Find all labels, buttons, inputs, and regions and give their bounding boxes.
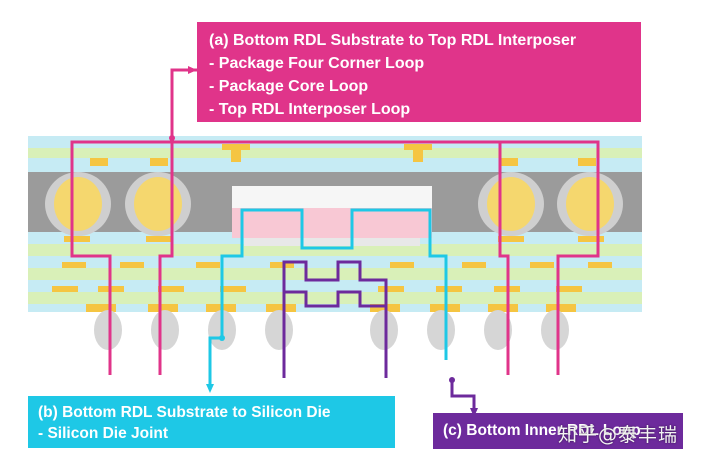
loop-b-substrate-to-die <box>206 208 448 393</box>
loop-c-inner-rdl <box>282 260 478 417</box>
callout-b-title: (b) Bottom RDL Substrate to Silicon Die <box>38 404 331 421</box>
silicon-die <box>232 186 432 246</box>
callout-a-item: - Package Four Corner Loop <box>209 55 425 72</box>
callout-a-item: - Top RDL Interposer Loop <box>209 101 411 118</box>
callout-c-title: (c) Bottom Inner RDL Loop <box>443 422 641 439</box>
callout-b-substrate-to-die: (b) Bottom RDL Substrate to Silicon Die … <box>28 396 395 448</box>
loop-a-substrate-to-interposer <box>70 66 600 375</box>
callout-a-title: (a) Bottom RDL Substrate to Top RDL Inte… <box>209 32 577 49</box>
callout-c-inner-rdl-loop: (c) Bottom Inner RDL Loop <box>433 413 683 449</box>
bottom-solder-bumps <box>94 310 569 350</box>
watermark-text: 知乎@泰丰瑞 <box>558 424 679 446</box>
callout-a-substrate-to-interposer: (a) Bottom RDL Substrate to Top RDL Inte… <box>197 22 641 122</box>
bottom-rdl-substrate <box>28 232 642 312</box>
top-via-pads <box>90 144 596 166</box>
callout-b-item: - Silicon Die Joint <box>38 425 169 442</box>
callout-a-item: - Package Core Loop <box>209 78 369 95</box>
